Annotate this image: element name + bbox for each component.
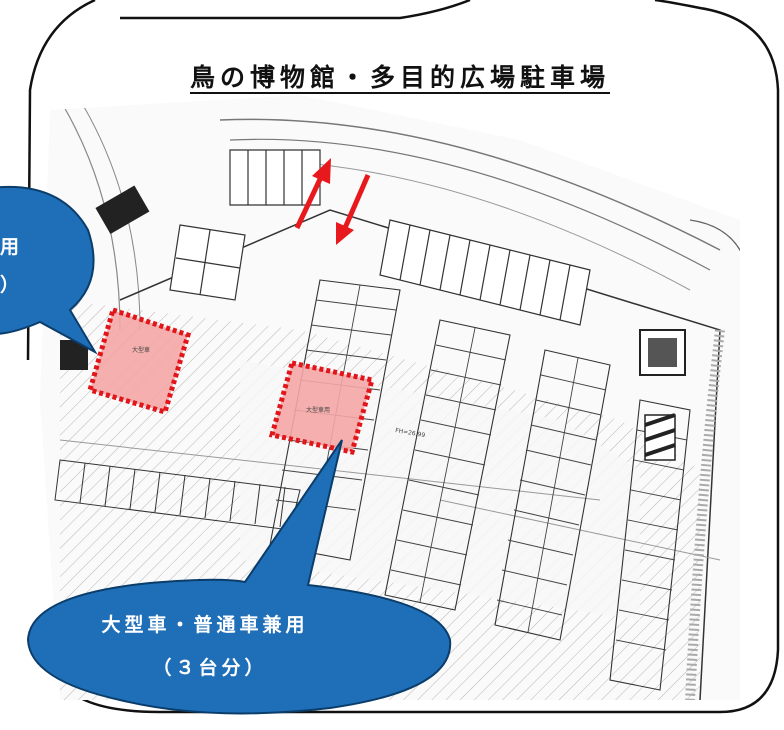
callout-bottom-line1: 大型車・普通車兼用 xyxy=(101,614,309,636)
page-title: 鳥の博物館・多目的広場駐車場 xyxy=(189,63,610,92)
frame-border xyxy=(26,0,780,714)
site-plan: FH=26.99 xyxy=(40,95,740,700)
highlight-zone-center: 大型車用 xyxy=(268,360,376,455)
zone-a-label: 大型車 xyxy=(132,346,150,354)
callout-left-line2: ） xyxy=(0,274,24,296)
callout-bottom xyxy=(26,439,452,715)
callout-left-line1: 用 xyxy=(0,236,24,258)
entry-exit-arrows xyxy=(294,158,371,245)
callout-bottom-line2: （３台分） xyxy=(152,657,268,679)
callout-left xyxy=(0,186,98,355)
highlight-zone-left: 大型車 xyxy=(86,306,192,416)
zone-b-label: 大型車用 xyxy=(306,406,330,414)
